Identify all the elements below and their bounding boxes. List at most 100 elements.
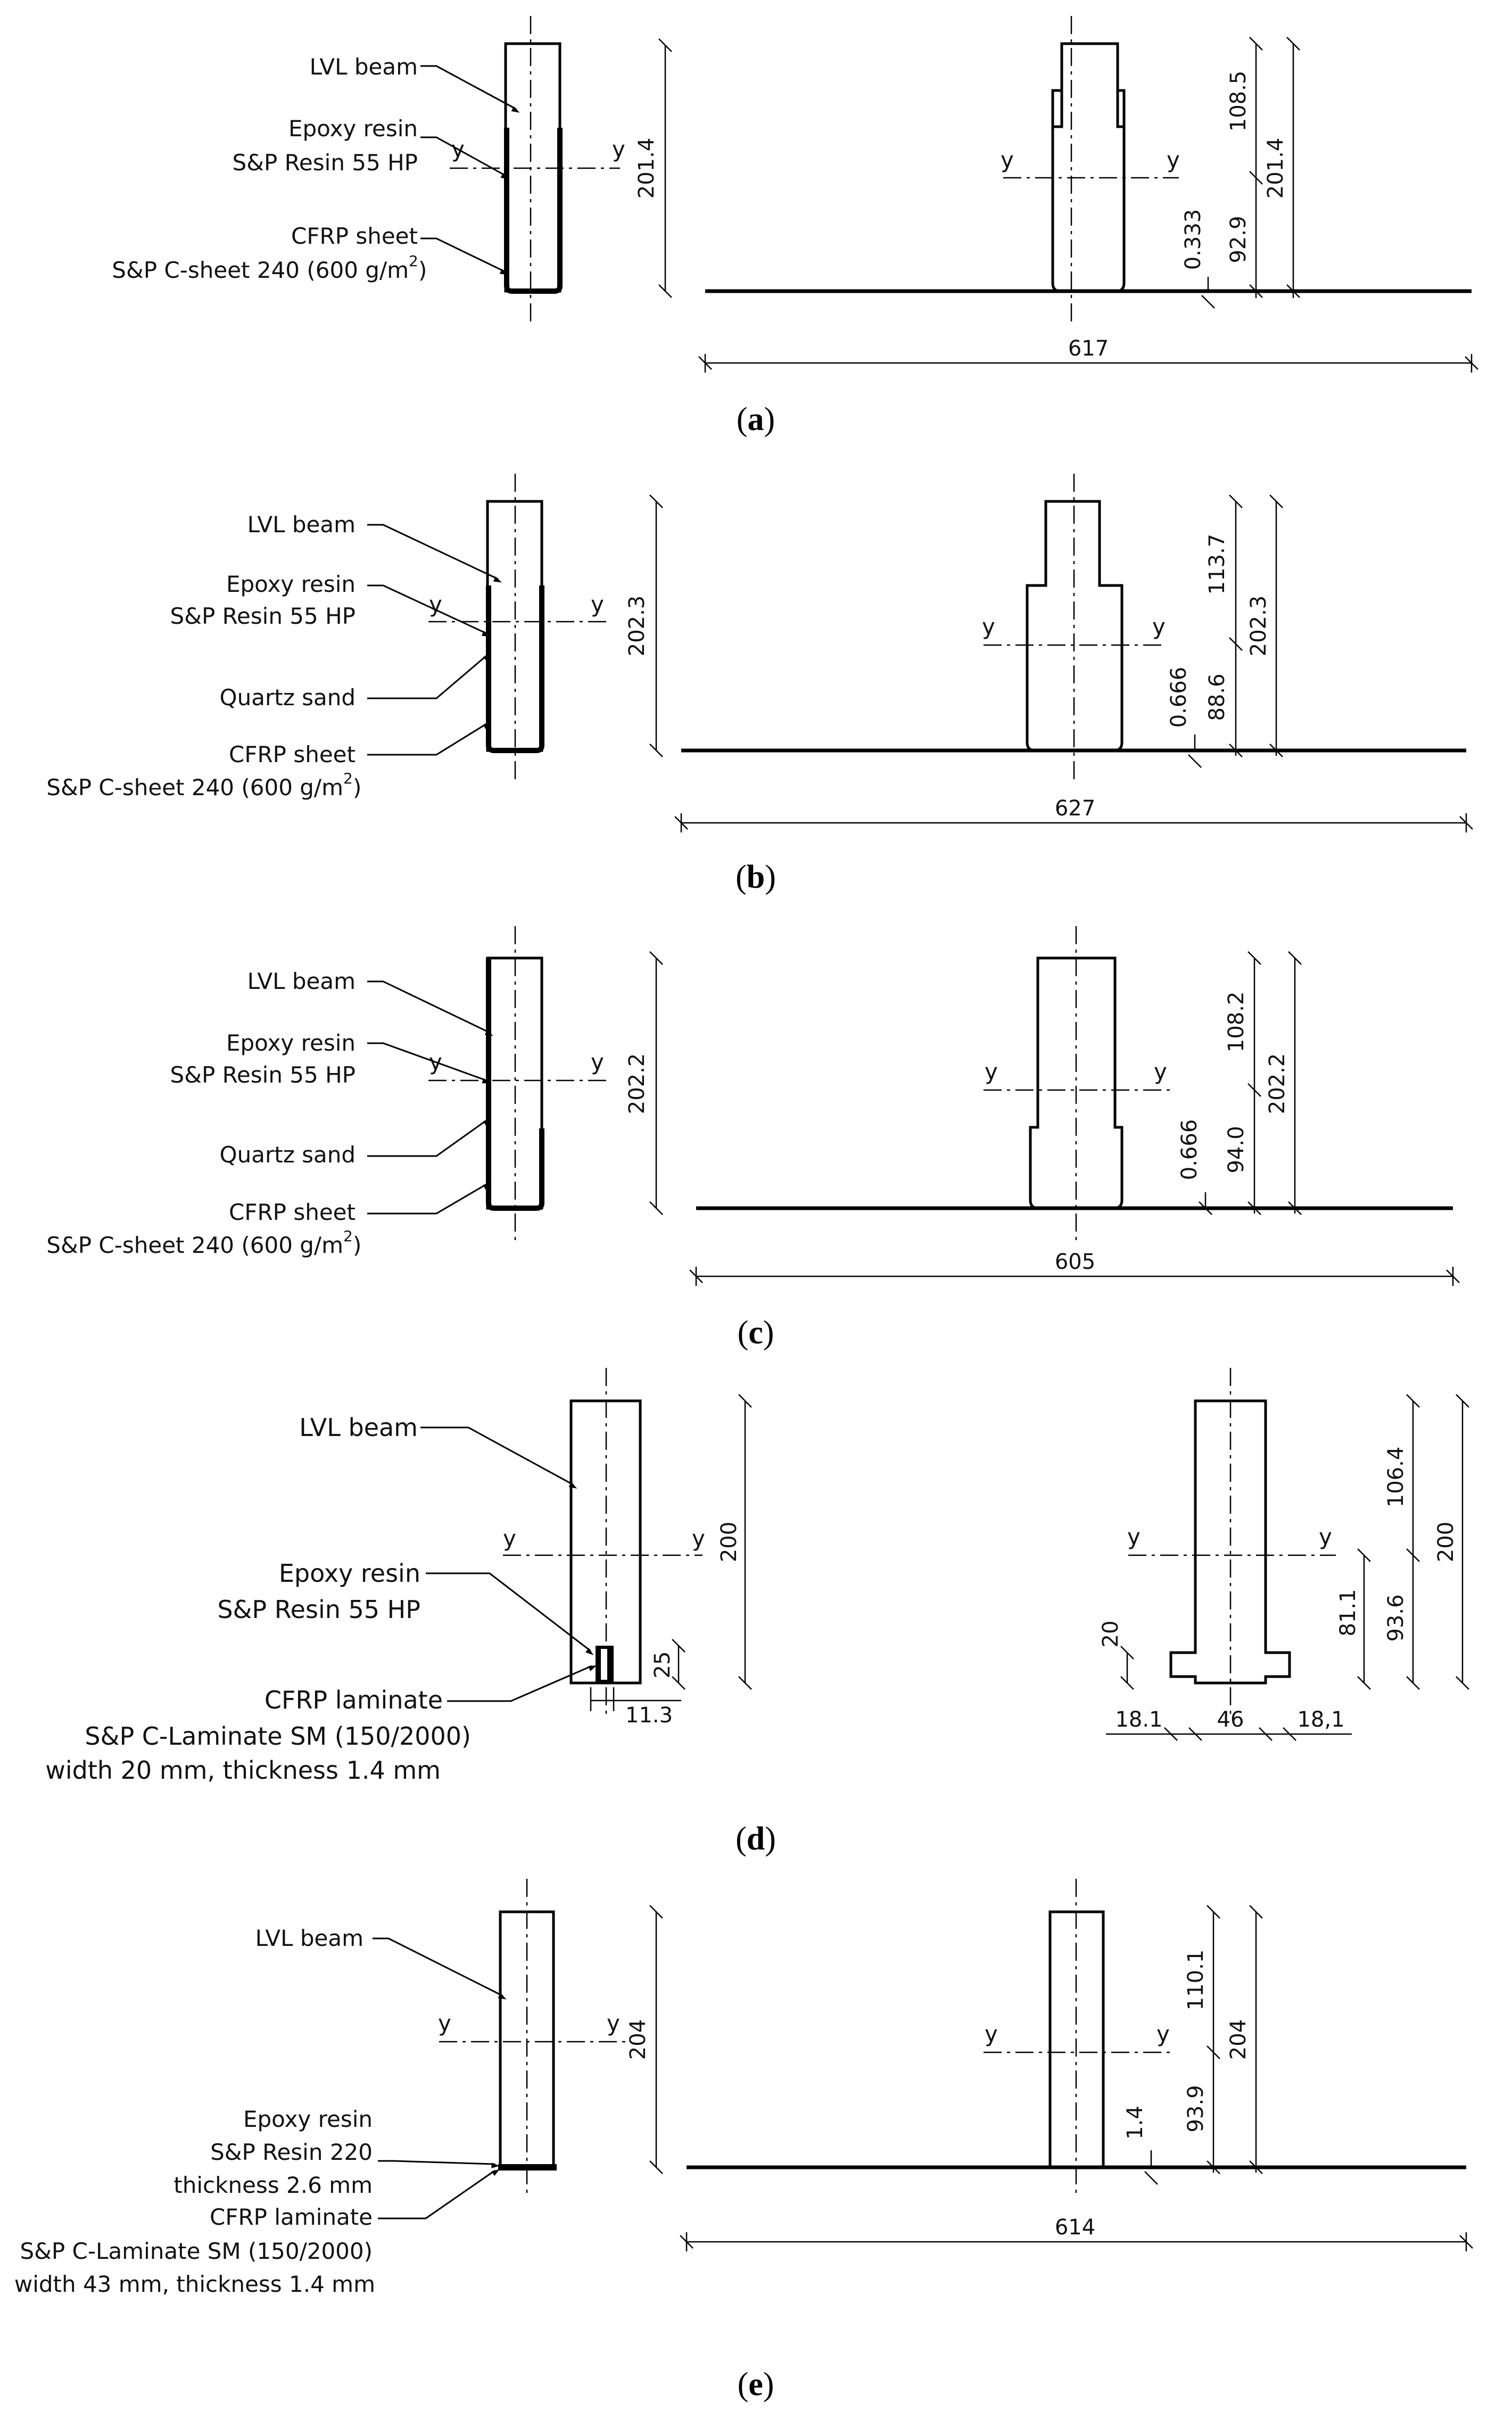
panel-a-label-epoxy: Epoxy resin bbox=[288, 115, 418, 142]
panel-e-label-resin: S&P Resin 220 bbox=[210, 2139, 373, 2165]
panel-e-section bbox=[439, 1879, 625, 2198]
panel-b-dim-height-right: 202.3 bbox=[1246, 596, 1271, 657]
panel-b-dim-width: 627 bbox=[1055, 796, 1095, 821]
panel-e-t-axis-y-right: y bbox=[1156, 2021, 1170, 2047]
panel-d-transformed bbox=[1128, 1368, 1336, 1714]
panel-d-dim-lam-h: 25 bbox=[650, 1652, 675, 1679]
panel-c-axis-y-right: y bbox=[591, 1049, 604, 1075]
panel-d-section bbox=[503, 1368, 703, 1714]
panel-b-label-sheet: S&P C-sheet 240 (600 g/m bbox=[46, 774, 343, 801]
panel-e-caption: (e) bbox=[738, 2366, 774, 2403]
panel-e-dim-upper: 110.1 bbox=[1184, 1950, 1208, 2011]
panel-c-label-sheet: S&P C-sheet 240 (600 g/m bbox=[46, 1232, 343, 1258]
panel-c-t-axis-y-left: y bbox=[985, 1059, 998, 1085]
panel-b-t-axis-y-right: y bbox=[1152, 614, 1166, 640]
panel-e-axis-y-left: y bbox=[438, 2010, 451, 2036]
panel-c-label-close: ) bbox=[353, 1232, 361, 1258]
panel-d-caption: (d) bbox=[736, 1821, 776, 1857]
panel-a-transformed bbox=[705, 16, 1472, 322]
panel-e-label-thickness: thickness 2.6 mm bbox=[173, 2172, 373, 2198]
panel-d-dim-w-right: 18,1 bbox=[1297, 1707, 1344, 1732]
panel-e-dim-height-right: 204 bbox=[1226, 2019, 1251, 2060]
panel-d-axis-y-left: y bbox=[503, 1525, 516, 1552]
panel-c-label-sup: 2 bbox=[343, 1227, 353, 1245]
panel-d-dim-w-mid: 46 bbox=[1217, 1707, 1244, 1732]
panel-d-label-epoxy: Epoxy resin bbox=[279, 1559, 420, 1588]
panel-b: y y LVL beam Epoxy resin S&P Resin 55 HP… bbox=[46, 474, 1473, 895]
panel-d-dim-lower: 93.6 bbox=[1384, 1594, 1408, 1641]
panel-d-t-axis-y-right: y bbox=[1319, 1524, 1332, 1550]
panel-c-dim-width: 605 bbox=[1055, 1250, 1095, 1274]
panel-a-dim-height: 201.4 bbox=[634, 138, 659, 199]
panel-a-caption: (a) bbox=[737, 401, 775, 438]
panel-e-t-axis-y-left: y bbox=[985, 2021, 998, 2047]
panel-a-dim-t: 0.333 bbox=[1181, 209, 1205, 270]
panel-b-label-resin: S&P Resin 55 HP bbox=[170, 603, 356, 629]
panel-b-dim-t: 0.666 bbox=[1167, 667, 1191, 728]
panel-d-label-lam-size: width 20 mm, thickness 1.4 mm bbox=[45, 1756, 441, 1785]
panel-e-dim-t: 1.4 bbox=[1123, 2106, 1147, 2140]
panel-e-label-laminate: CFRP laminate bbox=[210, 2204, 373, 2230]
panel-c-t-axis-y-right: y bbox=[1154, 1059, 1167, 1085]
panel-e: y y LVL beam Epoxy resin S&P Resin 220 t… bbox=[14, 1879, 1473, 2403]
panel-a-label-resin: S&P Resin 55 HP bbox=[233, 150, 418, 176]
panel-d-dim-flange-h: 20 bbox=[1098, 1621, 1123, 1648]
panel-c-label-epoxy: Epoxy resin bbox=[226, 1030, 356, 1056]
panel-a: y y LVL beam Epoxy resin S&P Resin 55 HP… bbox=[112, 16, 1478, 438]
panel-a-t-axis-y-right: y bbox=[1167, 147, 1180, 173]
panel-b-dim-height: 202.3 bbox=[625, 596, 649, 657]
panel-c-dim-height-right: 202.2 bbox=[1265, 1053, 1290, 1115]
panel-a-dim-upper: 108.5 bbox=[1226, 71, 1251, 132]
panel-d-label-resin: S&P Resin 55 HP bbox=[217, 1595, 420, 1624]
panel-b-section bbox=[428, 474, 607, 780]
panel-d-label-laminate: CFRP laminate bbox=[265, 1686, 443, 1714]
panel-a-label-sheet: S&P C-sheet 240 (600 g/m bbox=[112, 257, 409, 283]
panel-a-label-lvl: LVL beam bbox=[310, 54, 418, 80]
panel-b-transformed bbox=[681, 474, 1466, 780]
panel-e-dim-height: 204 bbox=[626, 2019, 650, 2060]
panel-c-dim-upper: 108.2 bbox=[1224, 992, 1249, 1053]
panel-e-axis-y-right: y bbox=[607, 2010, 620, 2036]
panel-c-dim-height: 202.2 bbox=[625, 1053, 649, 1115]
panel-e-dim-lower: 93.9 bbox=[1184, 2085, 1208, 2132]
panel-a-dim-width: 617 bbox=[1068, 336, 1109, 361]
panel-c: y y LVL beam Epoxy resin S&P Resin 55 HP… bbox=[46, 926, 1460, 1351]
panel-c-label-sand: Quartz sand bbox=[220, 1142, 356, 1168]
panel-b-label-sup: 2 bbox=[343, 770, 353, 787]
panel-c-transformed bbox=[696, 926, 1453, 1240]
panel-c-label-lvl: LVL beam bbox=[247, 968, 356, 994]
panel-d-dim-w-left: 18.1 bbox=[1115, 1707, 1162, 1732]
panel-a-dim-height-right: 201.4 bbox=[1263, 138, 1288, 199]
panel-d-dim-height: 200 bbox=[717, 1522, 741, 1562]
panel-e-label-epoxy: Epoxy resin bbox=[243, 2106, 373, 2132]
panel-c-dim-t: 0.666 bbox=[1177, 1119, 1202, 1181]
panel-e-label-lam-spec: S&P C-Laminate SM (150/2000) bbox=[20, 2238, 373, 2264]
panel-d-label-lvl: LVL beam bbox=[299, 1413, 418, 1442]
panel-b-dim-upper: 113.7 bbox=[1205, 534, 1229, 595]
panel-e-label-lam-size: width 43 mm, thickness 1.4 mm bbox=[14, 2271, 375, 2297]
panel-d-dim-na: 81.1 bbox=[1336, 1589, 1360, 1636]
panel-b-label-lvl: LVL beam bbox=[247, 511, 356, 538]
panel-c-caption: (c) bbox=[738, 1315, 774, 1351]
panel-a-t-axis-y-left: y bbox=[1001, 147, 1014, 173]
panel-a-dim-lower: 92.9 bbox=[1226, 216, 1251, 263]
panel-d-axis-y-right: y bbox=[692, 1525, 705, 1552]
panel-a-label-cfrp: CFRP sheet bbox=[291, 223, 418, 249]
panel-c-label-resin: S&P Resin 55 HP bbox=[170, 1062, 356, 1088]
panel-a-label-sup: 2 bbox=[409, 252, 418, 270]
panel-c-label-cfrp: CFRP sheet bbox=[229, 1199, 356, 1225]
panel-a-section bbox=[450, 16, 620, 322]
panel-b-label-epoxy: Epoxy resin bbox=[226, 571, 356, 597]
panel-a-axis-y-right: y bbox=[612, 136, 625, 162]
panel-d: y y LVL beam Epoxy resin S&P Resin 55 HP… bbox=[45, 1368, 1469, 1857]
panel-d-label-lam-spec: S&P C-Laminate SM (150/2000) bbox=[85, 1722, 471, 1751]
panel-e-dim-width: 614 bbox=[1055, 2215, 1095, 2240]
panel-b-axis-y-right: y bbox=[591, 591, 604, 617]
panel-d-dim-upper: 106.4 bbox=[1384, 1447, 1408, 1508]
panel-d-t-axis-y-left: y bbox=[1127, 1524, 1141, 1550]
panel-b-label-sand: Quartz sand bbox=[220, 684, 356, 711]
panel-a-label-close: ) bbox=[418, 257, 427, 283]
panel-b-t-axis-y-left: y bbox=[982, 614, 995, 640]
panel-c-section bbox=[428, 926, 607, 1240]
